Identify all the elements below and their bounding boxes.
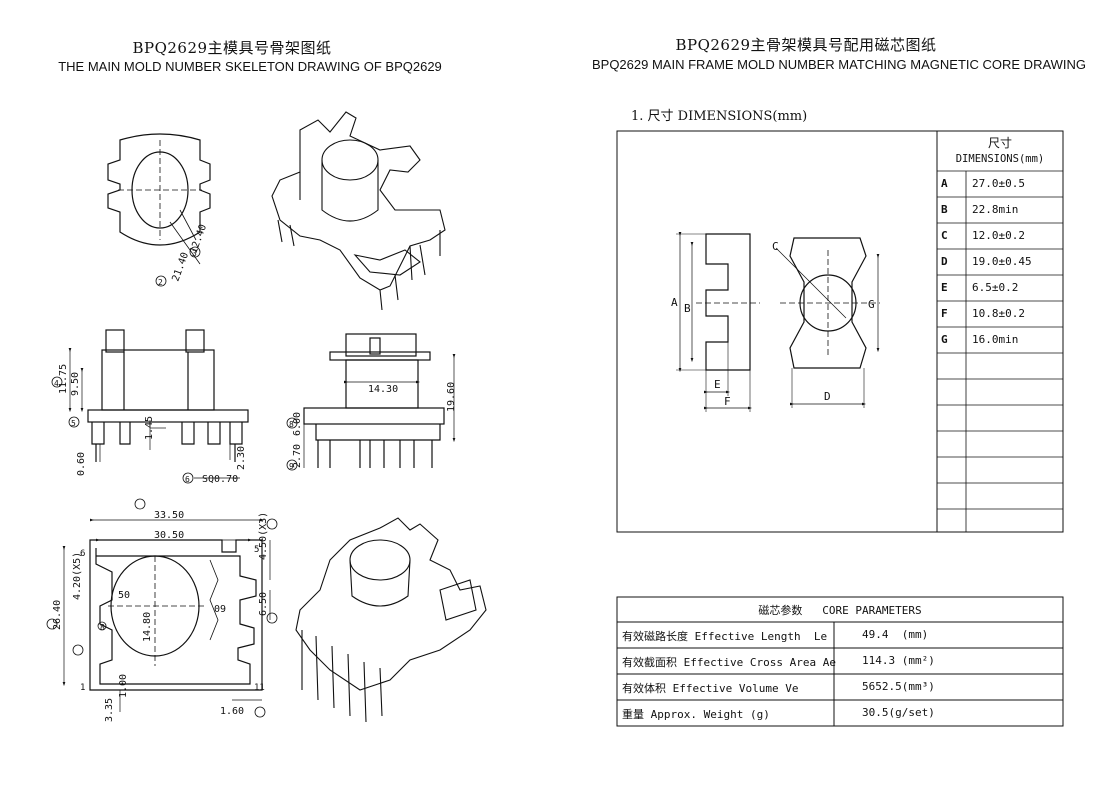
marker-9: 9 [289, 462, 294, 471]
right-title-cn: BPQ2629主骨架模具号配用磁芯图纸 [675, 36, 937, 54]
dim-bottom-c1: 50 [118, 590, 130, 601]
left-title-cn: BPQ2629主模具号骨架图纸 [132, 39, 332, 57]
core-param-label: 重量 Approx. Weight (g) [622, 708, 770, 721]
bobbin-front-view [286, 333, 456, 471]
dim-bottom-w2: 30.50 [154, 530, 184, 541]
dim-table-header-en: DIMENSIONS(mm) [955, 153, 1045, 165]
dim-bottom-p3: 1.60 [220, 706, 244, 717]
marker-5: 5 [71, 419, 76, 428]
marker-4: 4 [54, 379, 59, 388]
core-label-b: B [684, 302, 691, 315]
core-label-e: E [714, 378, 721, 391]
dim-row-key: G [941, 333, 948, 346]
left-title-en: THE MAIN MOLD NUMBER SKELETON DRAWING OF… [58, 59, 442, 74]
dim-front-b: 2.70 [292, 444, 303, 468]
bobbin-isometric-bottom [295, 517, 487, 723]
dim-bottom-w1: 33.50 [154, 510, 184, 521]
bobbin-bottom-view [46, 498, 278, 718]
dimension-frame [616, 130, 1064, 533]
dim-top-d2: 21.40 [170, 251, 191, 283]
marker-2: 2 [158, 278, 163, 287]
marker-3: 3 [192, 249, 197, 258]
dim-row-value: 19.0±0.45 [972, 255, 1032, 268]
pin-label-11: 11 [254, 683, 265, 693]
dim-bottom-c2: 09 [214, 604, 226, 615]
dim-bottom-c3: 8 [100, 623, 105, 632]
core-label-a: A [671, 296, 678, 309]
pin-label-1: 1 [80, 683, 85, 693]
core-param-value: 49.4 (mm) [862, 628, 929, 641]
core-params-header: 磁芯参数 CORE PARAMETERS [758, 604, 922, 617]
dim-side-h1: 11.75 [58, 364, 69, 394]
dim-row-key: D [941, 255, 948, 268]
dim-bottom-r1: 14.80 [142, 612, 153, 642]
dim-front-h: 19.60 [446, 382, 457, 412]
bobbin-top-view [107, 133, 211, 287]
dim-bottom-h2: 4.20(X5) [72, 552, 83, 600]
marker-6: 6 [185, 475, 190, 484]
dim-row-key: E [941, 281, 948, 294]
core-top-view [775, 237, 880, 408]
dim-bottom-h1: 26.40 [52, 600, 63, 630]
core-label-f: F [724, 395, 731, 408]
core-side-view [676, 231, 760, 412]
pin-label-5: 5 [254, 545, 259, 555]
dim-row-key: A [941, 177, 948, 190]
dim-table-header-cn: 尺寸 [987, 136, 1012, 150]
core-param-value: 114.3 (mm²) [862, 654, 935, 667]
dim-row-value: 16.0min [972, 333, 1019, 346]
dim-bottom-h3: 4.50(X3) [258, 512, 269, 560]
dim-side-p2: 2.30 [236, 446, 247, 470]
dim-row-value: 10.8±0.2 [972, 307, 1025, 320]
dim-row-value: 22.8min [972, 203, 1019, 216]
core-param-value: 5652.5(mm³) [862, 680, 935, 693]
dim-row-key: B [941, 203, 948, 216]
dim-row-key: F [941, 307, 948, 320]
core-label-g: G [868, 298, 875, 311]
dim-front-a: 6.00 [292, 412, 303, 436]
core-param-value: 30.5(g/set) [862, 706, 935, 719]
dimension-table-grid [937, 170, 1063, 510]
core-param-label: 有效磁路长度 Effective Length Le [622, 630, 828, 643]
dim-row-value: 27.0±0.5 [972, 177, 1025, 190]
dim-bottom-h4: 6.50 [258, 592, 269, 616]
core-param-label: 有效体积 Effective Volume Ve [622, 682, 799, 695]
right-title-en: BPQ2629 MAIN FRAME MOLD NUMBER MATCHING … [591, 57, 1087, 72]
dim-side-sq: SQ0.70 [202, 474, 238, 485]
dim-side-w1: 1.45 [144, 416, 155, 440]
pin-label-6: 6 [80, 549, 85, 559]
dim-row-value: 12.0±0.2 [972, 229, 1025, 242]
dim-front-w: 14.30 [368, 384, 398, 395]
core-param-label: 有效截面积 Effective Cross Area Ae [622, 656, 836, 669]
core-parameters-grid [616, 596, 1064, 727]
core-label-d: D [824, 390, 831, 403]
section-title: 1. 尺寸 DIMENSIONS(mm) [631, 109, 808, 124]
dim-bottom-p2: 3.35 [104, 698, 115, 722]
bobbin-isometric-top [271, 111, 446, 311]
marker-8: 8 [289, 420, 294, 429]
dim-side-h2: 9.50 [70, 372, 81, 396]
dim-side-p1: 0.60 [76, 452, 87, 476]
dim-row-key: C [941, 229, 948, 242]
dim-bottom-p1: 1.00 [118, 674, 129, 698]
dim-row-value: 6.5±0.2 [972, 281, 1019, 294]
bobbin-side-view [51, 329, 249, 484]
core-label-c: C [772, 240, 779, 253]
